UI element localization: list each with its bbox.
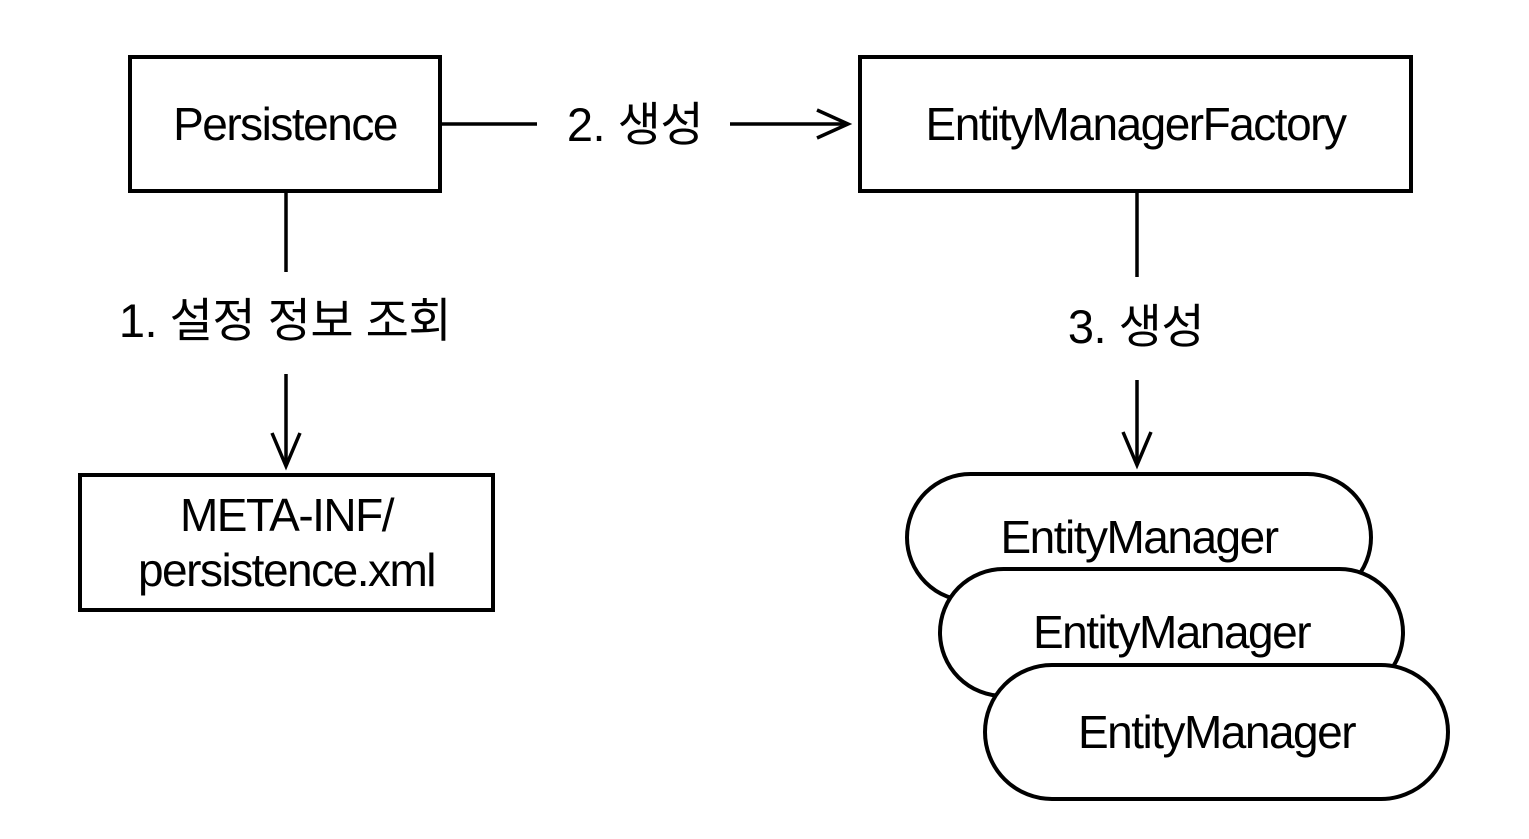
node-entity-manager-factory-label: EntityManagerFactory bbox=[925, 97, 1347, 150]
edge-step3-label: 3. 생성 bbox=[1067, 300, 1205, 353]
edge-step1-read-config bbox=[270, 193, 302, 471]
node-entity-manager-3: EntityManager bbox=[983, 663, 1450, 801]
node-entity-manager-2-label: EntityManager bbox=[1032, 606, 1312, 659]
node-entity-manager-1-label: EntityManager bbox=[1000, 511, 1279, 564]
edge-step2-arrowhead-icon bbox=[816, 108, 853, 140]
node-persistence-xml-label-line1: META-INF/ bbox=[179, 489, 395, 542]
edge-step2-label: 2. 생성 bbox=[566, 98, 704, 151]
node-persistence: Persistence bbox=[128, 55, 442, 193]
node-entity-manager-3-label: EntityManager bbox=[1077, 705, 1357, 758]
edge-step3-create-em bbox=[1121, 193, 1153, 470]
edge-step1-arrowhead-icon bbox=[270, 432, 302, 471]
edge-step3-arrowhead-icon bbox=[1121, 431, 1153, 470]
node-persistence-xml: META-INF/ persistence.xml bbox=[78, 473, 495, 612]
edge-step1-label: 1. 설정 정보 조회 bbox=[118, 294, 452, 347]
edge-step2-create-emf bbox=[442, 108, 853, 140]
node-persistence-label: Persistence bbox=[173, 97, 398, 150]
node-persistence-xml-label-line2: persistence.xml bbox=[137, 543, 437, 596]
node-entity-manager-factory: EntityManagerFactory bbox=[858, 55, 1413, 193]
